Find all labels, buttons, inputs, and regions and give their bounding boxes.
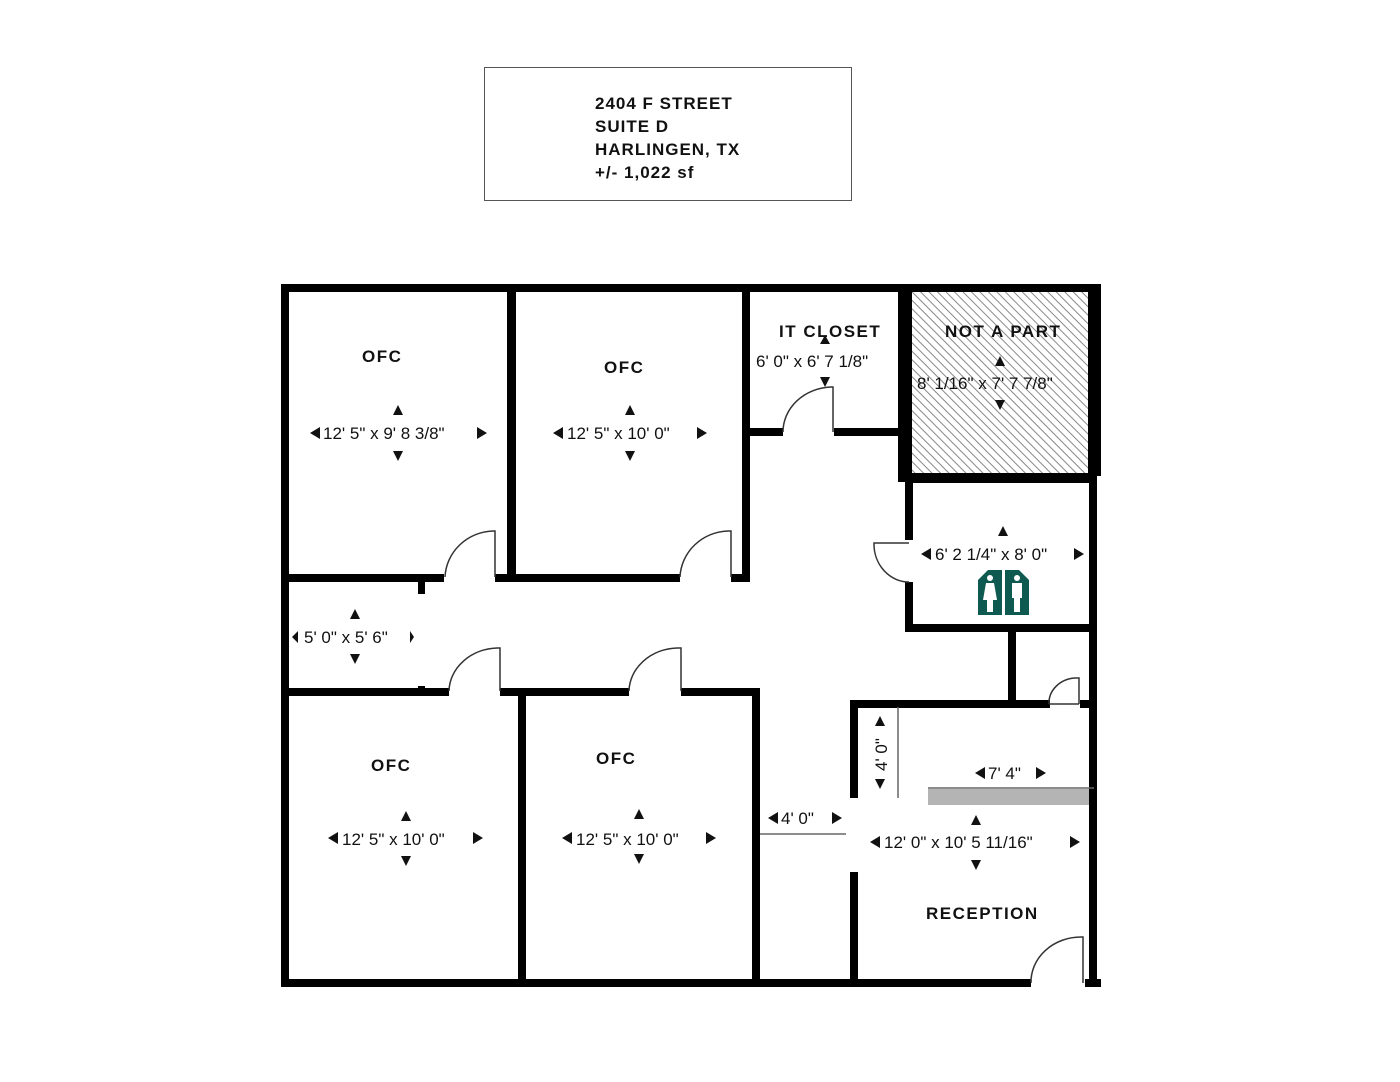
address-line: 2404 F STREET <box>595 94 733 113</box>
svg-text:12' 5" x 10' 0": 12' 5" x 10' 0" <box>567 424 670 443</box>
svg-text:4' 0": 4' 0" <box>872 738 891 771</box>
svg-text:6' 2 1/4" x 8' 0": 6' 2 1/4" x 8' 0" <box>935 545 1047 564</box>
area-line: +/- 1,022 sf <box>595 163 695 182</box>
room-label-ofc-top-left: OFC <box>362 347 402 366</box>
walls <box>281 284 1101 987</box>
dim-counter: 7' 4" <box>975 764 1046 783</box>
room-label-not-a-part: NOT A PART <box>945 322 1061 341</box>
dim-ofc-bottom-left: 12' 5" x 10' 0" <box>328 811 483 866</box>
svg-text:12' 0" x 10' 5 11/16": 12' 0" x 10' 5 11/16" <box>884 833 1033 852</box>
title-block: 2404 F STREET SUITE D HARLINGEN, TX +/- … <box>484 67 852 201</box>
room-label-reception: RECEPTION <box>926 904 1039 923</box>
dim-not-a-part: 8' 1/16" x 7' 7 7/8" <box>917 356 1053 410</box>
title-text: 2404 F STREET SUITE D HARLINGEN, TX +/- … <box>595 92 740 184</box>
dim-ofc-top-left: 12' 5" x 9' 8 3/8" <box>310 405 487 461</box>
dim-ofc-top-mid: 12' 5" x 10' 0" <box>553 405 707 461</box>
dim-reception: 12' 0" x 10' 5 11/16" <box>870 815 1080 870</box>
room-label-ofc-top-mid: OFC <box>604 358 644 377</box>
room-label-it-closet: IT CLOSET <box>779 322 881 341</box>
not-a-part-hatch <box>912 292 1090 474</box>
city-line: HARLINGEN, TX <box>595 140 741 159</box>
dim-it-closet: 6' 0" x 6' 7 1/8" <box>756 335 868 387</box>
svg-text:7' 4": 7' 4" <box>988 764 1021 783</box>
dim-ofc-bottom-mid: 12' 5" x 10' 0" <box>562 809 716 864</box>
dimension-lines <box>760 707 1094 835</box>
reception-counter <box>928 789 1094 805</box>
svg-text:12' 5" x 9' 8 3/8": 12' 5" x 9' 8 3/8" <box>323 424 445 443</box>
dim-restroom: 6' 2 1/4" x 8' 0" <box>921 526 1084 564</box>
room-label-ofc-bottom-mid: OFC <box>596 749 636 768</box>
dim-corridor-width: 4' 0" <box>768 809 842 828</box>
svg-text:12' 5" x 10' 0": 12' 5" x 10' 0" <box>342 830 445 849</box>
dim-reception-opening: 4' 0" <box>872 716 891 789</box>
svg-text:4' 0": 4' 0" <box>781 809 814 828</box>
svg-text:5' 0" x 5' 6": 5' 0" x 5' 6" <box>304 628 388 647</box>
restroom-icon <box>978 570 1029 615</box>
svg-text:8' 1/16" x 7' 7 7/8": 8' 1/16" x 7' 7 7/8" <box>917 374 1053 393</box>
dim-small-room: 5' 0" x 5' 6" <box>292 609 414 664</box>
svg-text:12' 5" x 10' 0": 12' 5" x 10' 0" <box>576 830 679 849</box>
room-label-ofc-bottom-left: OFC <box>371 756 411 775</box>
suite-line: SUITE D <box>595 117 670 136</box>
door-swings <box>444 386 1084 984</box>
svg-text:6' 0" x 6' 7 1/8": 6' 0" x 6' 7 1/8" <box>756 352 868 371</box>
